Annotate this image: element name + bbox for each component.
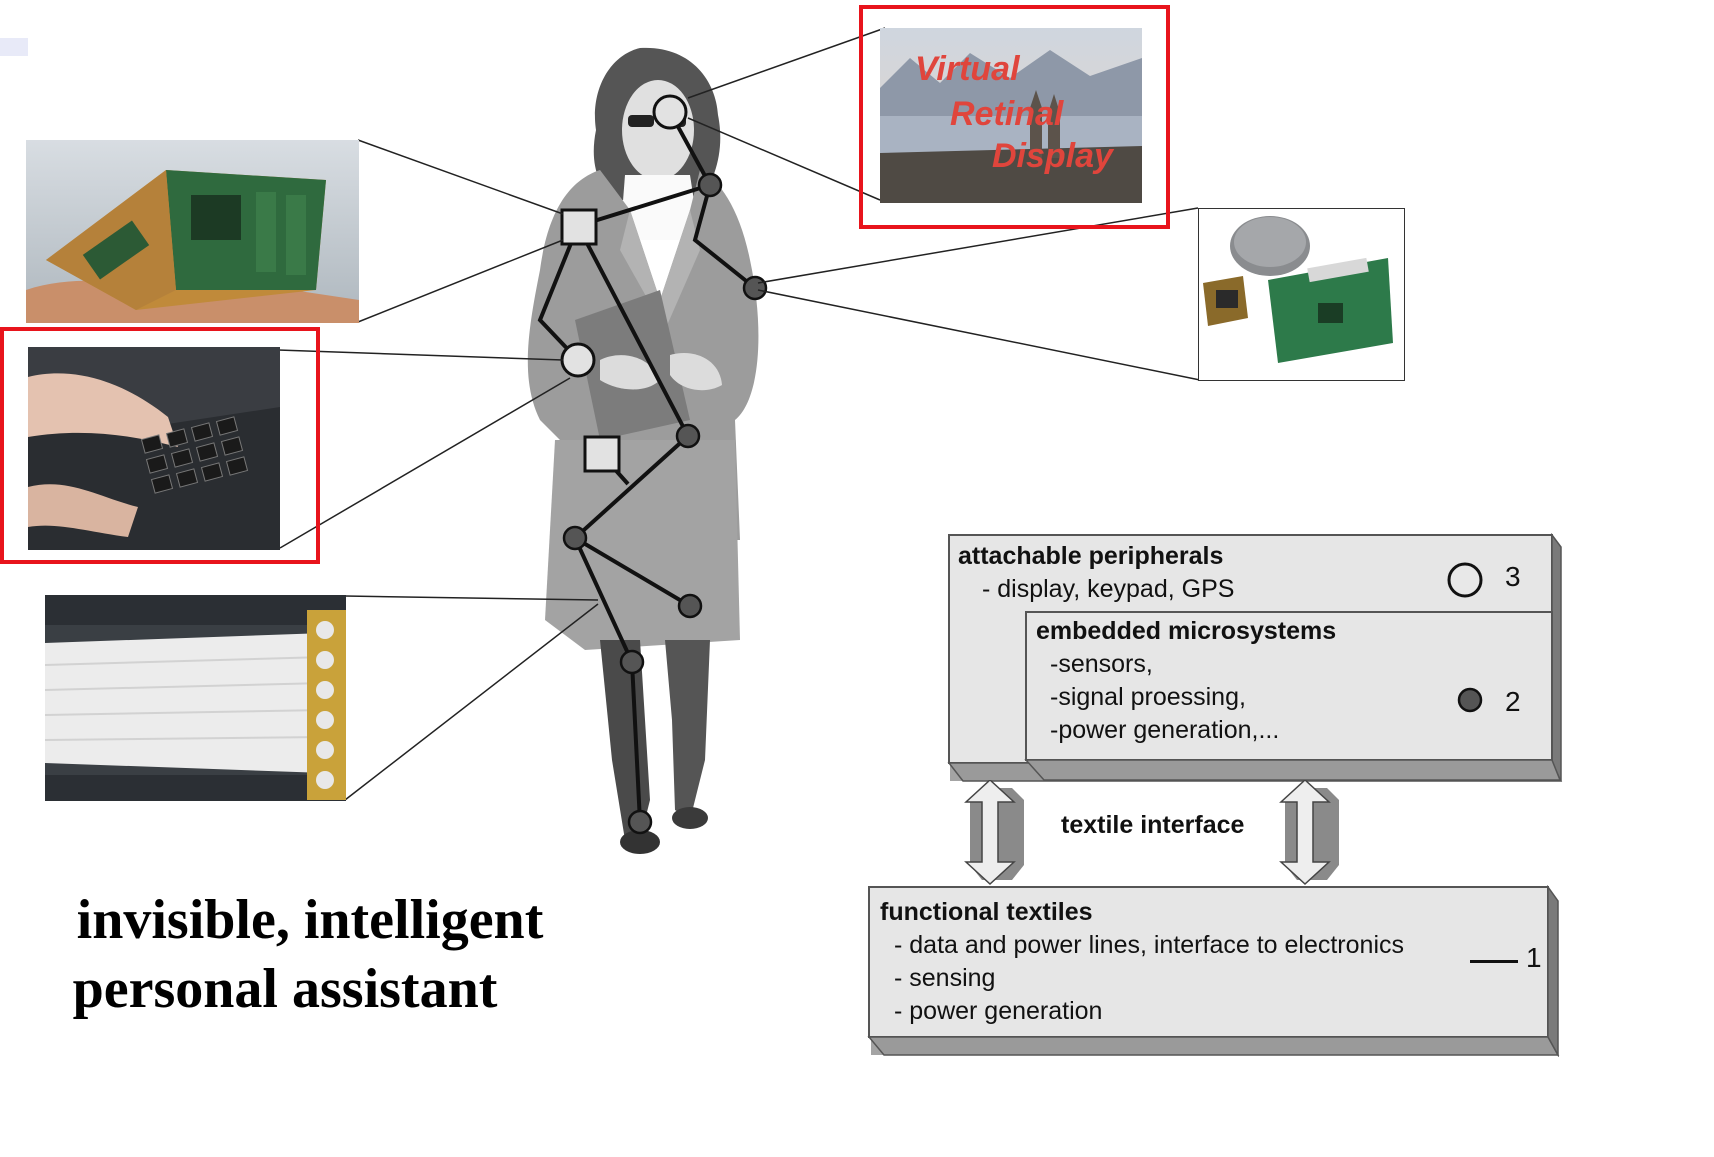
vrd-word-retinal: Retinal <box>950 95 1064 133</box>
open-circle-marker <box>1447 562 1483 598</box>
caption-line1: invisible, intelligent <box>76 889 544 951</box>
vrd-word-virtual: Virtual <box>915 50 1020 88</box>
textile-keypad-photo <box>28 347 280 550</box>
embedded-line3: -power generation,... <box>1050 716 1280 744</box>
legend-number-3: 3 <box>1505 561 1521 592</box>
filled-circle-marker <box>677 593 703 619</box>
functional-text: functional textiles - data and power lin… <box>880 896 1404 1028</box>
filled-circle-marker <box>1457 687 1483 713</box>
embedded-line2: -signal proessing, <box>1050 683 1246 711</box>
filled-circle-marker <box>675 423 701 449</box>
embedded-title: embedded microsystems <box>1036 617 1337 645</box>
textile-interface-label: textile interface <box>1061 811 1245 839</box>
textile-interface-arrow-left <box>964 780 1024 886</box>
legend-number-2: 2 <box>1505 686 1521 717</box>
highlight-frame-vrd <box>859 5 1170 229</box>
attachable-line1: - display, keypad, GPS <box>982 575 1235 603</box>
caption-line2: personal assistant <box>72 958 498 1020</box>
attachable-text: attachable peripherals - display, keypad… <box>958 540 1234 606</box>
vrd-word-display: Display <box>992 137 1113 175</box>
square-marker <box>560 208 598 246</box>
filled-circle-marker <box>627 809 653 835</box>
textile-ribbon-photo <box>45 595 346 801</box>
highlight-frame-keypad <box>0 327 320 564</box>
functional-title: functional textiles <box>880 898 1093 926</box>
woman-figure <box>527 47 768 854</box>
corner-decoration <box>0 38 28 56</box>
attachable-title: attachable peripherals <box>958 542 1224 570</box>
textile-interface-arrow-right <box>1279 780 1339 886</box>
open-circle-marker <box>652 94 688 130</box>
functional-line3: - power generation <box>894 997 1103 1025</box>
embedded-microsystems-box <box>1024 611 1562 781</box>
legend-number-1: 1 <box>1526 942 1542 973</box>
virtual-retinal-display-photo <box>880 28 1142 203</box>
filled-circle-marker <box>619 649 645 675</box>
functional-line2: - sensing <box>894 964 996 992</box>
functional-textiles-box <box>867 885 1560 1057</box>
pcb-module-photo <box>26 140 359 323</box>
filled-circle-marker <box>697 172 723 198</box>
square-marker <box>583 435 621 473</box>
line-marker <box>1470 960 1518 963</box>
microsystem-board-photo <box>1198 208 1405 381</box>
functional-line1: - data and power lines, interface to ele… <box>894 931 1404 959</box>
embedded-line1: -sensors, <box>1050 650 1153 678</box>
filled-circle-marker <box>562 525 588 551</box>
embedded-text: embedded microsystems -sensors, -signal … <box>1036 615 1336 747</box>
